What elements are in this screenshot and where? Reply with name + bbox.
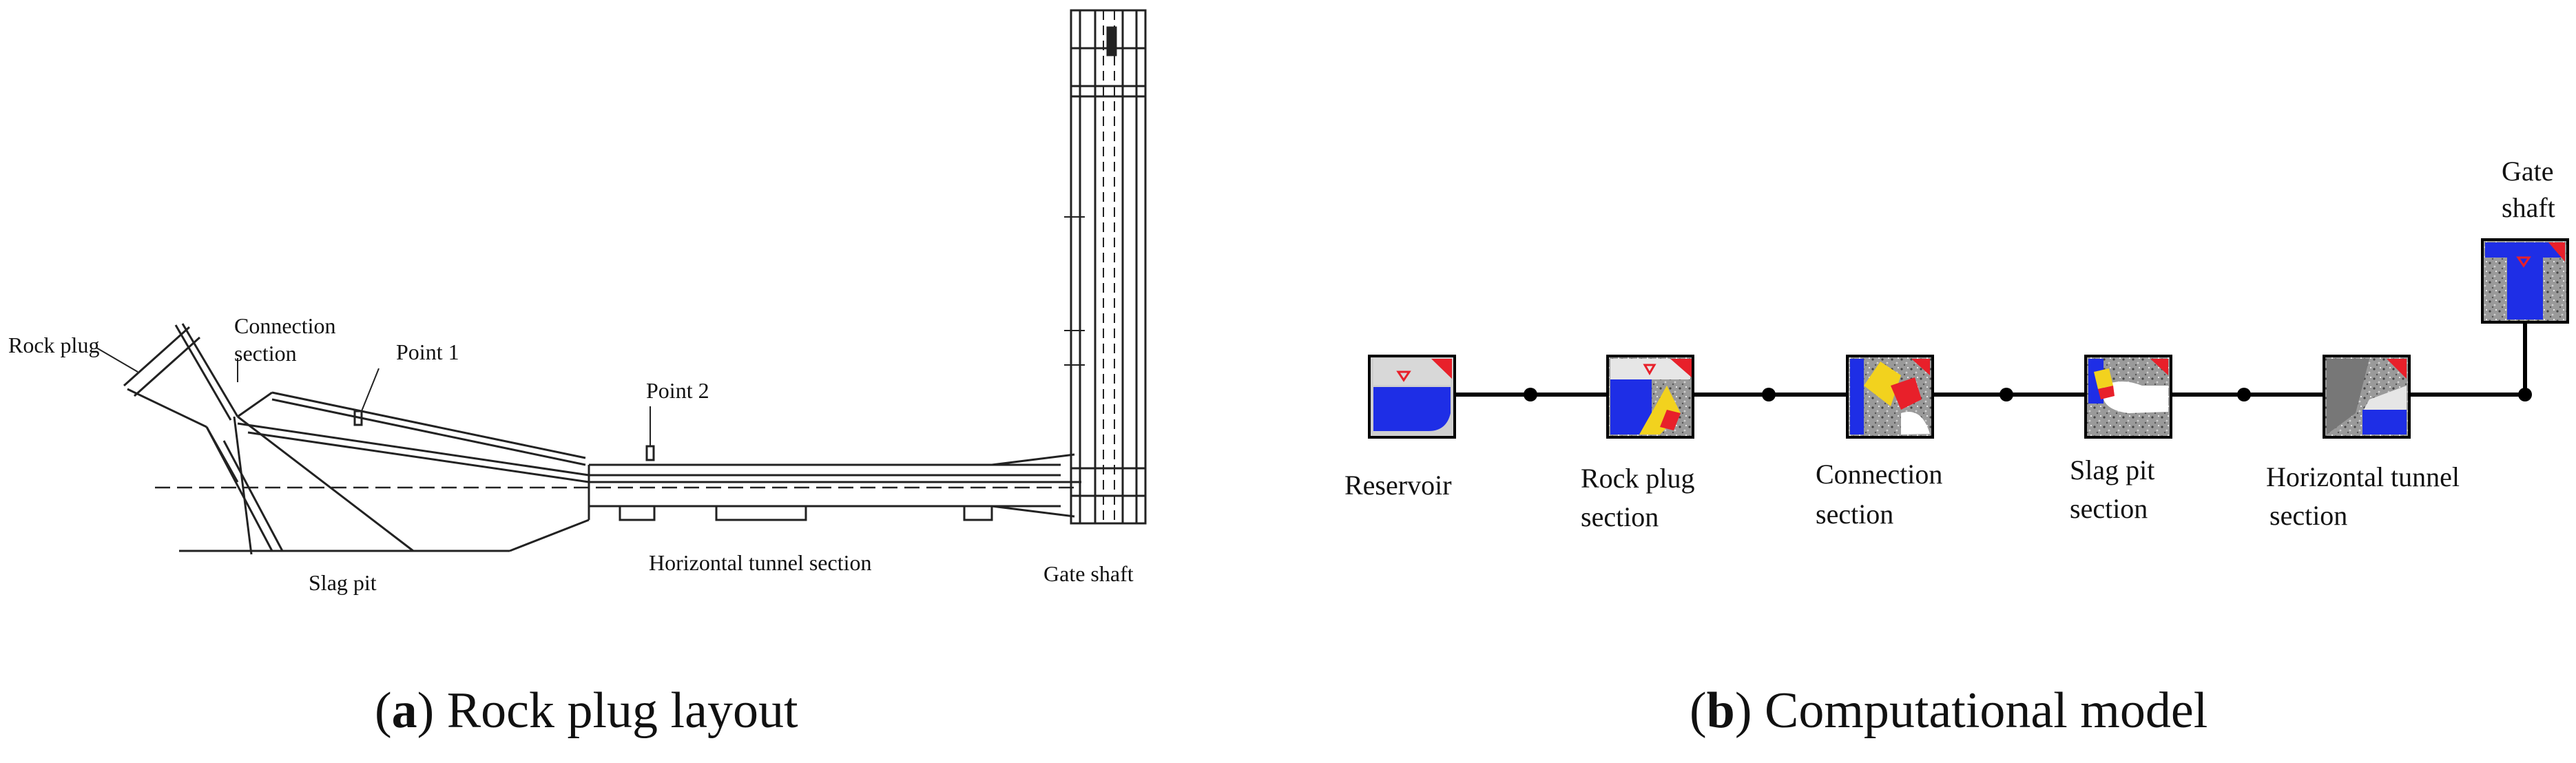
label-connection-line1: Connection xyxy=(1816,459,1942,490)
node-3 xyxy=(1999,388,2013,401)
label-horizontal-line1: Horizontal tunnel xyxy=(2266,461,2460,492)
node-4 xyxy=(2237,388,2251,401)
slag-pit-section-icon xyxy=(2084,355,2172,439)
label-connection-line2: section xyxy=(1816,499,1893,530)
node-5 xyxy=(2518,388,2532,401)
caption-b: (b) Computational model xyxy=(1690,682,2208,740)
rock-plug-section-icon xyxy=(1606,355,1694,439)
caption-a: (a) Rock plug layout xyxy=(375,682,798,740)
computational-model xyxy=(1368,238,2569,439)
horizontal-tunnel-section-icon xyxy=(2323,355,2411,439)
label-reservoir: Reservoir xyxy=(1344,470,1452,501)
caption-a-open: ( xyxy=(375,682,392,739)
label-point1: Point 1 xyxy=(396,339,459,364)
label-slag-pit-line1: Slag pit xyxy=(2070,454,2154,485)
label-connection-line2: section xyxy=(234,341,297,366)
label-rock-plug-line2: section xyxy=(1581,501,1659,532)
rock-plug-layout-drawing xyxy=(96,9,1147,555)
caption-a-text: ) Rock plug layout xyxy=(417,682,798,739)
label-point2: Point 2 xyxy=(646,378,709,403)
label-horizontal-line2: section xyxy=(2269,500,2347,531)
label-gate-shaft-line1: Gate xyxy=(2502,156,2554,187)
caption-b-open: ( xyxy=(1690,682,1707,739)
caption-b-text: ) Computational model xyxy=(1734,682,2208,739)
label-slag-pit-line2: section xyxy=(2070,493,2148,524)
label-rock-plug: Rock plug xyxy=(8,333,99,357)
label-slag-pit: Slag pit xyxy=(309,570,377,595)
label-gate-shaft-line2: shaft xyxy=(2502,192,2555,223)
node-2 xyxy=(1762,388,1776,401)
label-gate-shaft: Gate shaft xyxy=(1043,561,1134,586)
connection-section-icon xyxy=(1846,355,1934,439)
gate-shaft-icon xyxy=(2481,238,2569,324)
label-horizontal-tunnel: Horizontal tunnel section xyxy=(649,550,871,575)
panel-b-labels: Gate shaft Reservoir Rock plug section C… xyxy=(1344,156,2555,532)
reservoir-icon xyxy=(1368,355,1456,439)
caption-b-letter: b xyxy=(1706,682,1735,739)
label-rock-plug-line1: Rock plug xyxy=(1581,463,1695,494)
label-connection-line1: Connection xyxy=(234,313,336,338)
node-1 xyxy=(1524,388,1537,401)
caption-a-letter: a xyxy=(391,682,417,739)
panel-a-labels: Rock plug Connection section Point 1 Poi… xyxy=(8,313,1134,595)
